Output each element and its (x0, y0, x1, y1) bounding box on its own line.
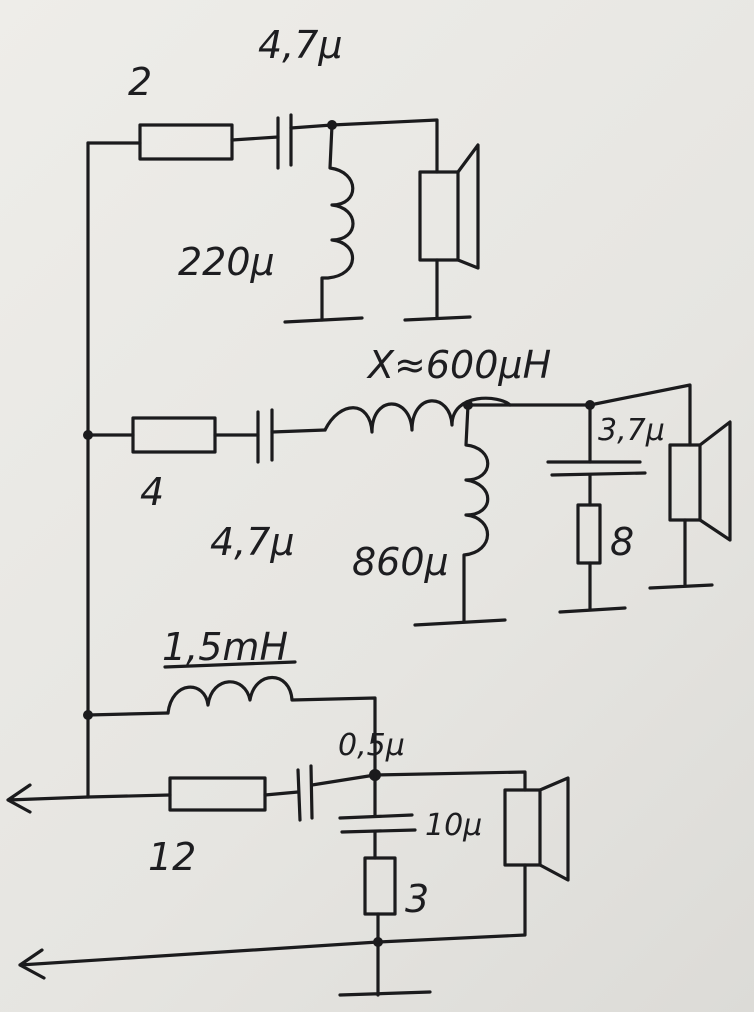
label-mid-capacitor: 4,7μ (210, 520, 295, 564)
label-top-resistor: 2 (128, 60, 152, 104)
resistor-12 (168, 776, 267, 812)
label-bottom-zobel-capacitor: 10μ (425, 808, 482, 843)
resistor-3 (363, 856, 397, 916)
label-bottom-capacitor: 0,5μ (338, 728, 405, 763)
speaker-woofer (503, 788, 542, 867)
input-arrow-bottom (18, 940, 380, 980)
label-top-inductor: 220μ (178, 240, 275, 284)
label-mid-resistor: 4 (140, 470, 164, 514)
top-branch (86, 113, 480, 324)
inductor-1-5mH (166, 675, 377, 777)
label-mid-inductor-shunt: 860μ (352, 540, 449, 584)
bottom-branch (6, 675, 570, 997)
label-mid-zobel-capacitor: 3,7μ (598, 413, 665, 448)
capacitor-mid (256, 408, 274, 464)
speaker-midrange (668, 443, 702, 522)
label-mid-zobel-resistor: 8 (610, 520, 634, 564)
speaker-tweeter (418, 170, 460, 262)
middle-branch (83, 383, 732, 627)
resistor-2 (138, 123, 234, 161)
label-bottom-resistor: 12 (148, 835, 196, 879)
label-bottom-zobel-resistor: 3 (405, 877, 429, 921)
capacitor-top (276, 113, 293, 170)
label-mid-inductor-series: X≈600μH (366, 343, 551, 387)
inductor-600uH (323, 396, 512, 434)
capacitor-10u (338, 813, 417, 834)
capacitor-0-5u (296, 764, 314, 822)
capacitor-3-7u (546, 460, 647, 477)
label-top-capacitor: 4,7μ (258, 23, 343, 67)
resistor-8 (576, 503, 602, 565)
resistor-4 (131, 416, 217, 454)
inductor-220u (320, 123, 355, 322)
input-arrow-top (6, 783, 90, 814)
inductor-860u (462, 403, 490, 624)
